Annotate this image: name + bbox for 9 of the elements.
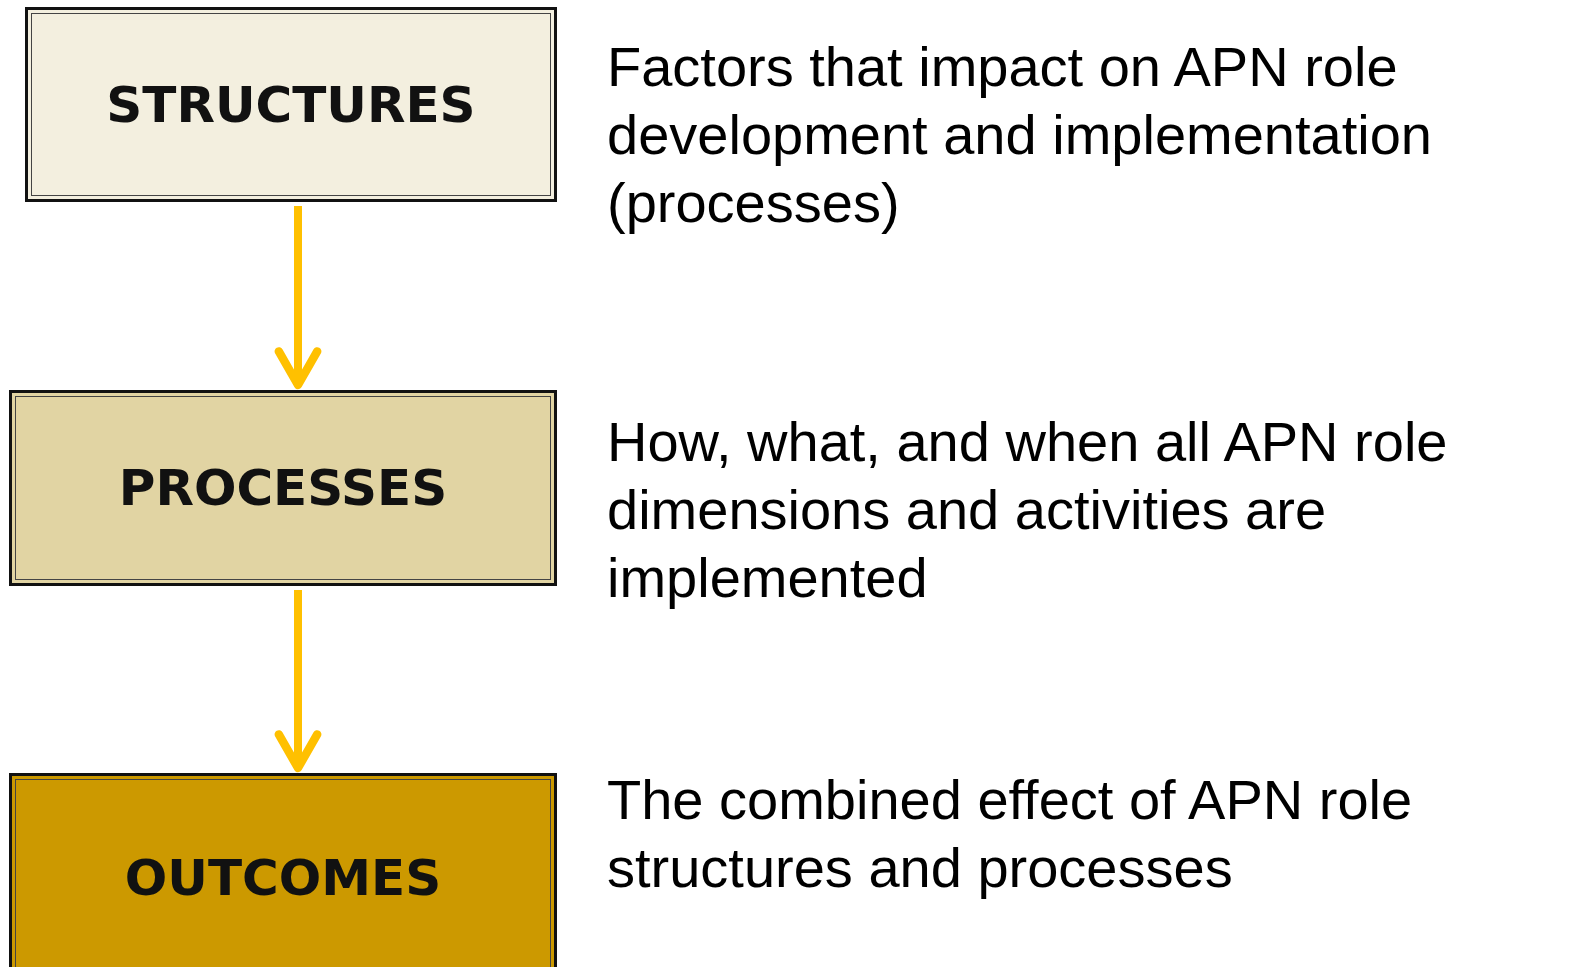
- box-title: PROCESSES: [118, 459, 448, 517]
- description-text: How, what, and when all APN role dimensions and activities are implemented: [607, 409, 1449, 611]
- process-box: [9, 773, 557, 967]
- process-box: [9, 390, 557, 586]
- description-text: Factors that impact on APN role development and implementation (processes): [607, 34, 1433, 236]
- process-box: [25, 7, 557, 202]
- description-text: The combined effect of APN role structures and processes: [607, 767, 1414, 901]
- box-title: OUTCOMES: [124, 849, 442, 907]
- box-title: STRUCTURES: [106, 75, 476, 134]
